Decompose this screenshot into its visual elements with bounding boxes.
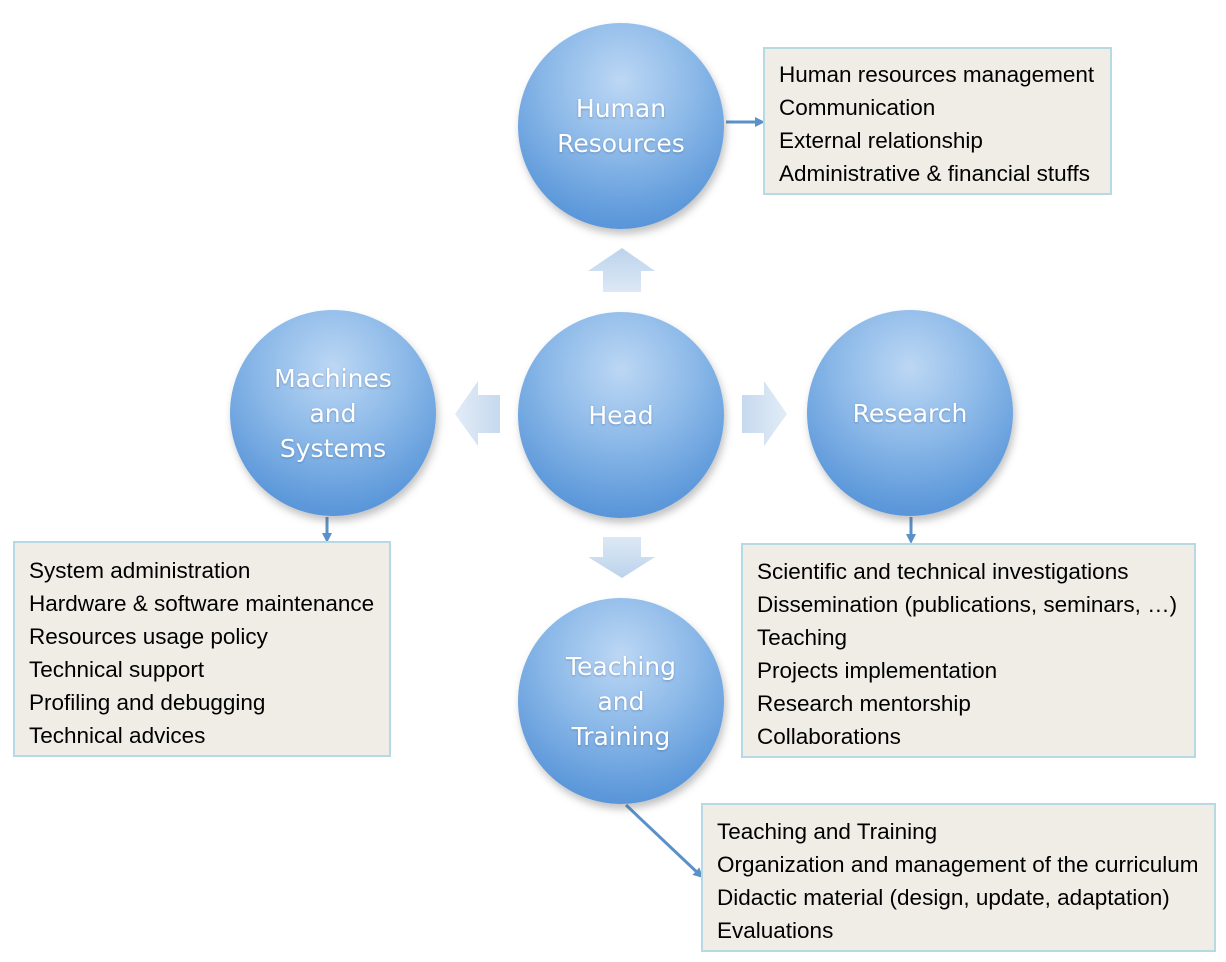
box-research-list: Scientific and technical investigations … <box>757 555 1180 753</box>
node-machines-systems: Machines and Systems <box>230 310 436 516</box>
box-human-resources: Human resources management Communication… <box>763 47 1112 195</box>
list-item: External relationship <box>779 128 983 153</box>
list-item: Technical support <box>29 657 205 682</box>
box-research: Scientific and technical investigations … <box>741 543 1196 758</box>
list-item: Technical advices <box>29 723 206 748</box>
list-item: Human resources management <box>779 62 1095 87</box>
list-item: Projects implementation <box>757 658 998 683</box>
box-teaching-training-list: Teaching and Training Organization and m… <box>717 815 1200 947</box>
list-item: System administration <box>29 558 251 583</box>
block-arrow-down <box>588 537 655 578</box>
list-item: Research mentorship <box>757 691 971 716</box>
list-item: Hardware & software maintenance <box>29 591 375 616</box>
node-human-resources: Human Resources <box>518 23 724 229</box>
node-teaching-training-label: Teaching and Training <box>566 651 676 751</box>
block-arrow-up <box>588 248 655 292</box>
node-research: Research <box>807 310 1013 516</box>
list-item: Organization and management of the curri… <box>717 852 1199 877</box>
list-item: Dissemination (publications, seminars, …… <box>757 592 1178 617</box>
list-item: Scientific and technical investigations <box>757 559 1129 584</box>
node-human-resources-label: Human Resources <box>557 94 685 158</box>
node-research-label: Research <box>852 398 968 428</box>
node-teaching-training: Teaching and Training <box>518 598 724 804</box>
list-item: Evaluations <box>717 918 834 943</box>
list-item: Communication <box>779 95 936 120</box>
list-item: Collaborations <box>757 724 901 749</box>
box-machines-systems-list: System administration Hardware & softwar… <box>29 554 375 752</box>
box-human-resources-list: Human resources management Communication… <box>779 58 1096 190</box>
block-arrow-right <box>742 381 787 446</box>
list-item: Resources usage policy <box>29 624 268 649</box>
block-arrow-left <box>455 381 500 446</box>
node-head: Head <box>518 312 724 518</box>
box-teaching-training: Teaching and Training Organization and m… <box>701 803 1216 952</box>
list-item: Teaching and Training <box>717 819 938 844</box>
list-item: Teaching <box>757 625 848 650</box>
box-machines-systems: System administration Hardware & softwar… <box>13 541 391 757</box>
list-item: Didactic material (design, update, adapt… <box>717 885 1170 910</box>
connector-teaching-training <box>624 803 704 879</box>
node-head-label: Head <box>588 400 654 430</box>
list-item: Profiling and debugging <box>29 690 266 715</box>
node-machines-systems-label: Machines and Systems <box>274 363 392 463</box>
list-item: Administrative & financial stuffs <box>779 161 1090 186</box>
